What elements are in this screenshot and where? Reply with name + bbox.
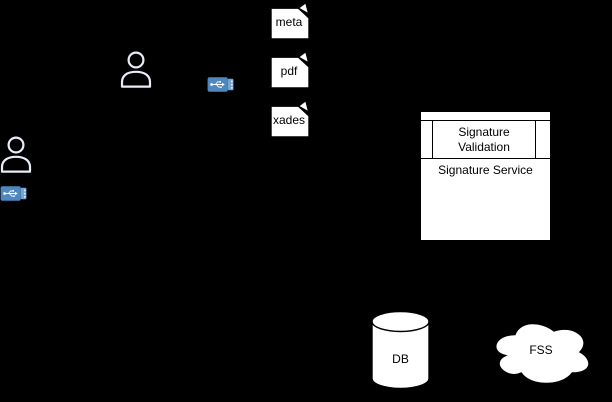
usb-token-bottom — [0, 185, 27, 202]
user-icon — [0, 136, 32, 173]
usb-flash-drive-icon — [0, 185, 27, 202]
signature-validation-label: Signature Validation — [458, 124, 510, 154]
usb-flash-drive-icon — [207, 76, 234, 93]
document-label: pdf — [280, 64, 298, 78]
document-label: xades — [272, 113, 306, 127]
cloud-label: FSS — [529, 343, 553, 357]
cloud-node: FSS — [489, 317, 593, 387]
signature-service-label: Signature Service — [438, 163, 533, 177]
database-label: DB — [392, 352, 409, 366]
document-icon — [270, 51, 310, 89]
document-node-xades: xades — [270, 100, 310, 138]
document-icon — [270, 100, 310, 138]
cloud-icon — [489, 317, 593, 387]
document-node-meta: meta — [270, 2, 310, 40]
user-icon — [120, 51, 152, 88]
user-actor-top — [120, 51, 152, 88]
database-node: DB — [371, 310, 430, 390]
signature-validation-node: Signature Validation — [432, 121, 536, 158]
usb-token-top — [207, 76, 234, 93]
signature-validation-band: Signature Validation — [421, 120, 550, 159]
signature-service-node: Signature Validation Signature Service — [421, 112, 550, 240]
document-node-pdf: pdf — [270, 51, 310, 89]
user-actor-bottom — [0, 136, 32, 173]
database-cylinder-icon — [371, 310, 430, 390]
document-icon — [270, 2, 310, 40]
document-label: meta — [275, 15, 303, 29]
